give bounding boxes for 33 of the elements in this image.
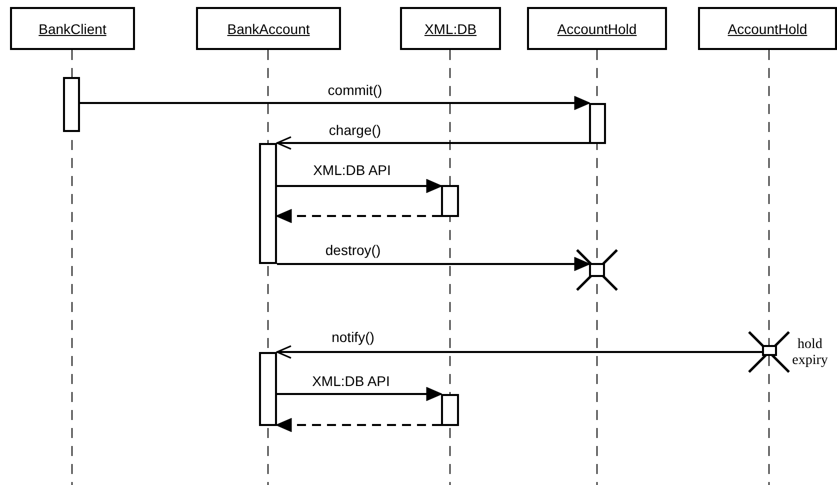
object-box (10, 7, 135, 50)
message-arrow (276, 345, 762, 359)
object-name: BankAccount (227, 20, 310, 36)
edge-label: charge() (328, 122, 382, 138)
message-arrow (277, 257, 590, 271)
activation-bar (441, 394, 459, 426)
edge-label: XML:DB API (312, 373, 390, 389)
message-arrow (276, 136, 589, 150)
object-box (527, 7, 667, 50)
object-name: XML:DB (424, 20, 477, 36)
activation-bar (259, 352, 277, 426)
object-name: AccountHold (728, 20, 808, 36)
edge-label: notify() (332, 329, 374, 345)
activation-bar (762, 345, 777, 356)
edge-label: XML:DB API (313, 162, 391, 178)
object-name: BankClient (38, 20, 106, 36)
message-arrow (80, 96, 590, 110)
message-arrow (277, 387, 442, 401)
object-name: AccountHold (557, 20, 637, 36)
edge-label: commit() (328, 82, 382, 98)
object-box (698, 7, 837, 50)
activation-bar (259, 143, 277, 264)
message-arrow (276, 209, 441, 223)
object-box (400, 7, 501, 50)
message-arrow (277, 179, 442, 193)
note-text: hold expiry (791, 337, 829, 370)
object-box (196, 7, 341, 50)
edge-label: destroy() (325, 242, 381, 258)
activation-bar (589, 103, 606, 144)
activation-bar (441, 185, 459, 217)
activation-bar (63, 77, 80, 132)
message-arrow (276, 418, 441, 432)
activation-bar (589, 263, 605, 277)
